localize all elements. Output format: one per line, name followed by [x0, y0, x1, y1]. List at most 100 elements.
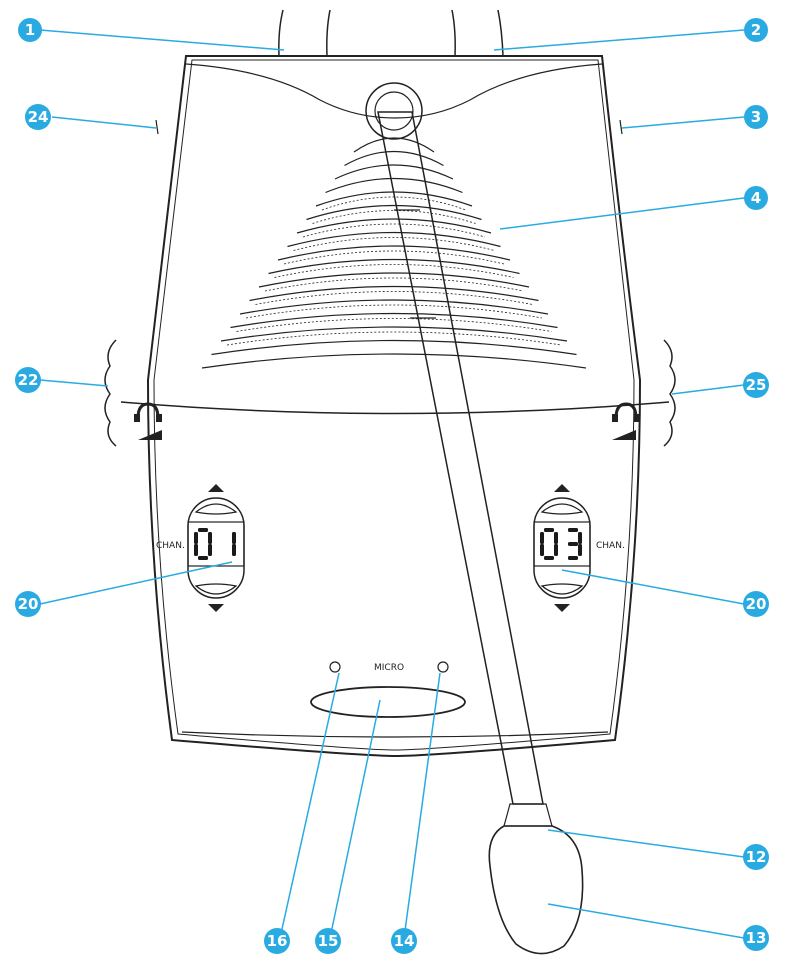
callout-12: 12 [743, 844, 769, 870]
display-segment [544, 556, 554, 560]
display-segment [198, 528, 208, 532]
display-segment [568, 528, 578, 532]
volume-knob-left[interactable] [104, 339, 117, 447]
callout-16: 16 [264, 928, 290, 954]
volume-knob-right[interactable] [663, 339, 676, 447]
antenna-left [278, 9, 331, 57]
gooseneck-microphone [365, 82, 584, 955]
arrow-down-icon [554, 604, 570, 612]
callout-number: 13 [746, 929, 767, 947]
grille-slot [268, 258, 520, 275]
grille-slot [239, 299, 549, 315]
grille-slot [211, 339, 577, 356]
speaker-grille [201, 137, 587, 369]
led-left [329, 661, 341, 673]
channel-up-button-left[interactable] [194, 503, 238, 515]
display-segment [194, 532, 198, 544]
display-segment [540, 544, 544, 556]
grille-holes [283, 250, 505, 265]
callout-number: 4 [751, 189, 761, 207]
callout-number: 12 [746, 848, 767, 866]
callout-24: 24 [25, 104, 51, 130]
channel-display-left [194, 528, 236, 560]
grille-slot [353, 137, 435, 153]
display-segment [198, 556, 208, 560]
display-segment [232, 544, 236, 556]
grille-slot [201, 353, 587, 369]
display-segment [578, 544, 582, 556]
channel-down-button-right[interactable] [540, 583, 584, 595]
display-segment [540, 532, 544, 544]
grille-slot [230, 312, 558, 329]
display-segment [554, 544, 558, 556]
channel-display-right [540, 528, 582, 560]
display-segment [578, 532, 582, 544]
led-right [437, 661, 449, 673]
grille-holes [264, 277, 524, 292]
callout-2: 2 [744, 18, 768, 42]
arrow-up-icon [554, 484, 570, 492]
callout-number: 3 [751, 108, 761, 126]
callout-number: 20 [746, 595, 767, 613]
channel-up-button-right[interactable] [540, 503, 584, 515]
callout-number: 1 [25, 21, 35, 39]
callout-number: 14 [394, 932, 415, 950]
callout-22: 22 [15, 367, 41, 393]
callout-14: 14 [391, 928, 417, 954]
callout-15: 15 [315, 928, 341, 954]
callout-number: 15 [318, 932, 339, 950]
display-segment [568, 542, 578, 546]
grille-slot [277, 245, 511, 261]
micro-label: MICRO [374, 663, 404, 673]
display-segment [194, 544, 198, 556]
callout-number: 2 [751, 21, 761, 39]
grille-slot [344, 151, 444, 167]
callout-13: 13 [743, 925, 769, 951]
arrow-up-icon [208, 484, 224, 492]
grille-holes [236, 318, 552, 332]
callout-number: 24 [28, 108, 49, 126]
grille-holes [245, 304, 543, 319]
grille-holes [274, 264, 514, 278]
side-button-right[interactable] [619, 119, 623, 135]
callout-20-left: 20 [15, 591, 41, 617]
grille-holes [226, 331, 562, 346]
grille-slot [306, 204, 482, 221]
callout-25: 25 [743, 372, 769, 398]
callout-number: 25 [746, 376, 767, 394]
grille-slot [325, 177, 463, 194]
grille-holes [302, 223, 486, 238]
chan-label-right: CHAN. [596, 541, 625, 551]
callout-1: 1 [18, 18, 42, 42]
callout-number: 20 [18, 595, 39, 613]
callout-lines [39, 29, 745, 939]
micro-button[interactable] [310, 686, 466, 718]
display-segment [544, 528, 554, 532]
display-segment [568, 556, 578, 560]
side-button-left[interactable] [155, 119, 159, 135]
chan-label-left: CHAN. [156, 541, 185, 551]
micro-area: MICRO [310, 661, 466, 718]
callout-3: 3 [744, 105, 768, 129]
grille-holes [321, 196, 467, 211]
channel-down-button-left[interactable] [194, 583, 238, 595]
headphone-icon-right [612, 402, 640, 440]
callout-number: 22 [18, 371, 39, 389]
grille-slot [296, 218, 492, 234]
display-segment [208, 532, 212, 544]
display-segment [232, 532, 236, 544]
headphone-icon-left [134, 402, 162, 440]
callout-20-right: 20 [743, 591, 769, 617]
grille-slot [287, 231, 501, 248]
channel-selector-right: CHAN. [533, 484, 625, 612]
grille-slot [334, 164, 454, 180]
grille-holes [293, 237, 495, 251]
grille-slot [249, 285, 539, 302]
grille-slot [258, 272, 530, 288]
antenna-right [451, 9, 504, 57]
channel-selector-left: CHAN. [156, 484, 245, 612]
callout-4: 4 [744, 186, 768, 210]
arrow-down-icon [208, 604, 224, 612]
grille-slot [220, 326, 568, 342]
